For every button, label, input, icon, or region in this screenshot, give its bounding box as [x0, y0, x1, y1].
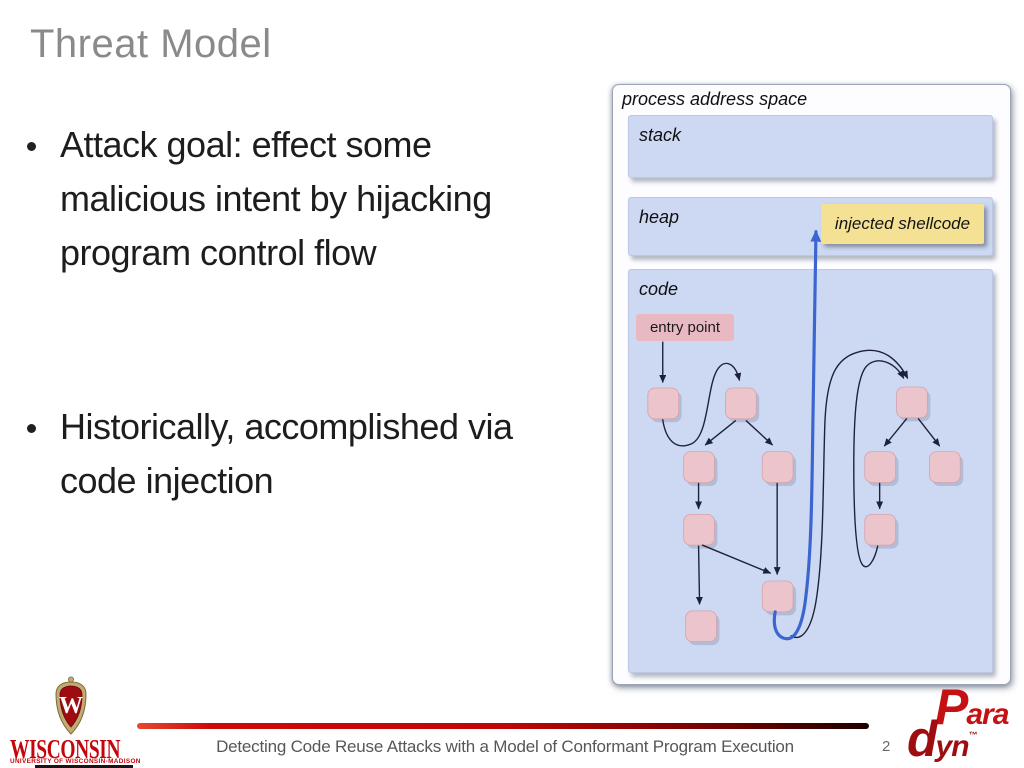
cfg-node-n11 — [685, 610, 717, 643]
paradyn-logo: Para dyn™ — [905, 682, 1020, 764]
wisconsin-underline — [35, 765, 133, 768]
hijack-arrow-n10-to-injected-shellcode — [772, 229, 822, 641]
cfg-edge-n8-to-n10 — [701, 544, 772, 574]
cfg-node-n10 — [761, 580, 794, 613]
stack-label: stack — [639, 125, 682, 145]
entry-point-box: entry point — [636, 314, 734, 341]
control-flow-graph — [647, 229, 964, 646]
paradyn-logo-line2: dyn™ — [907, 711, 978, 767]
cfg-node-n2 — [725, 387, 757, 420]
bullet-dot — [27, 424, 36, 433]
footer-title: Detecting Code Reuse Attacks with a Mode… — [216, 737, 794, 756]
cfg-node-n5 — [761, 451, 794, 483]
bullet-item: Attack goal: effect some malicious inten… — [27, 118, 538, 280]
wisconsin-wordmark: WISCONSIN — [10, 734, 121, 764]
svg-text:W: W — [59, 693, 83, 719]
process-address-space-diagram: process address space stack heap code in… — [612, 84, 1011, 685]
heap-label: heap — [639, 207, 680, 227]
slide-title: Threat Model — [30, 22, 272, 66]
diagram-title: process address space — [622, 89, 808, 109]
cfg-edge-n2-to-n5 — [745, 420, 773, 446]
code-label: code — [639, 279, 679, 299]
bullet-text: Historically, accomplished via code inje… — [60, 406, 513, 501]
cfg-edge-n10-to-n3 — [790, 349, 909, 638]
cfg-node-n7 — [929, 451, 961, 483]
page-number: 2 — [882, 738, 891, 755]
paradyn-logo-line1: Para — [935, 679, 1009, 735]
stack-region: stack — [628, 115, 993, 178]
cfg-node-n3 — [896, 386, 928, 419]
wisconsin-tagline: UNIVERSITY OF WISCONSIN-MADISON — [10, 758, 141, 765]
wisconsin-crest-icon: W — [55, 676, 87, 735]
cfg-node-n9 — [864, 513, 896, 546]
cfg-node-n1 — [647, 387, 680, 420]
cfg-node-n8 — [683, 513, 715, 546]
bullet-text: Attack goal: effect some malicious inten… — [60, 124, 492, 273]
cfg-node-n4 — [683, 451, 715, 483]
bullet-dot — [27, 142, 36, 151]
bullet-item: Historically, accomplished via code inje… — [27, 400, 538, 508]
wisconsin-logo: W WISCONSIN UNIVERSITY OF WISCONSIN-MADI… — [8, 674, 141, 768]
injected-shellcode-box: injected shellcode — [821, 204, 984, 244]
footer-divider-line — [137, 723, 869, 729]
cfg-edge-n8-to-n11 — [695, 545, 703, 605]
cfg-edge-n2-to-n4 — [704, 420, 737, 446]
cfg-edge-n1-to-n2 — [662, 362, 742, 447]
cfg-node-n6 — [864, 451, 896, 483]
cfg-edge-n3-to-n6 — [883, 418, 908, 447]
cfg-edge-n9-to-n3 — [853, 360, 905, 568]
cfg-edge-n3-to-n7 — [917, 418, 941, 447]
